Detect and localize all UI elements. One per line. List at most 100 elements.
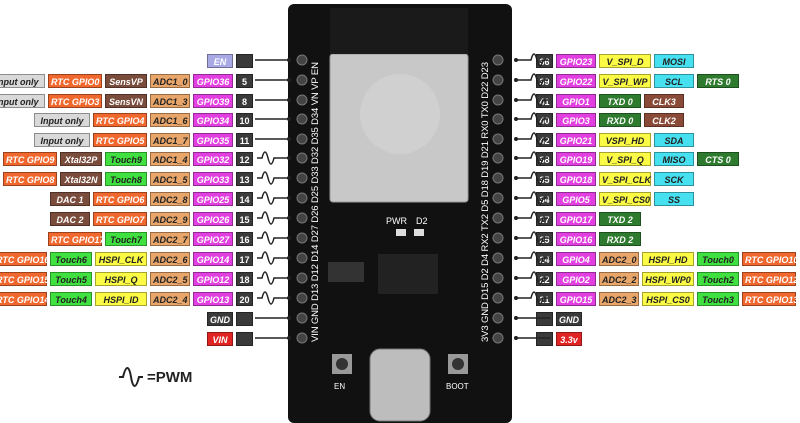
- adc-label: ADC2_4: [150, 291, 190, 306]
- pin-connector: [255, 78, 291, 82]
- clk-label: CLK3: [644, 93, 684, 108]
- boot-button-label: BOOT: [446, 382, 469, 391]
- en-button-label: EN: [334, 382, 345, 391]
- dac-label: DAC 1: [50, 191, 90, 206]
- adc-label: ADC2_2: [599, 271, 639, 286]
- input-label: Input only: [34, 112, 90, 127]
- gpio-label: GPIO25: [193, 191, 233, 206]
- pwm-icon: [257, 191, 291, 205]
- gpio-label: GPIO23: [556, 53, 596, 68]
- pin-number: 16: [236, 231, 253, 246]
- pin-number: [236, 311, 253, 326]
- hspi-label: HSPI_CS0: [642, 291, 694, 306]
- pwm-icon: [514, 73, 548, 87]
- sens-label: Xtal32N: [60, 171, 102, 186]
- pwm-icon: [257, 291, 291, 305]
- adc-label: ADC1_6: [150, 112, 190, 127]
- adc-label: ADC1_7: [150, 132, 190, 147]
- pwm-icon: [514, 93, 548, 107]
- spi-label: VSPI_HD: [599, 132, 651, 147]
- adc-label: ADC2_7: [150, 231, 190, 246]
- pwm-legend: =PWM: [118, 367, 192, 387]
- en-label: EN: [207, 53, 233, 68]
- gpio-label: GPIO34: [193, 112, 233, 127]
- rtc-label: RTC GPIO5: [93, 132, 147, 147]
- pin-number: 11: [236, 132, 253, 147]
- pwm-icon: [257, 231, 291, 245]
- pwm-icon: [119, 367, 143, 387]
- gpio-label: GPIO4: [556, 251, 596, 266]
- pwm-legend-text: =PWM: [147, 368, 193, 386]
- pwm-icon: [257, 271, 291, 285]
- rtc-label: RTC GPIO4: [93, 112, 147, 127]
- uart-label: TXD 2: [599, 211, 641, 226]
- rtc-label: RTC GPIO7: [93, 211, 147, 226]
- pwm-icon: [514, 231, 548, 245]
- pin-connector: [514, 336, 550, 340]
- gpio-label: GPIO39: [193, 93, 233, 108]
- gpio-label: GPIO19: [556, 151, 596, 166]
- pwm-icon: [514, 251, 548, 265]
- rtc-label: RTC GPIO13: [742, 291, 798, 306]
- hspi-label: HSPI_CLK: [95, 251, 147, 266]
- cyan-label: MOSI: [654, 53, 694, 68]
- regulator: [328, 262, 364, 282]
- input-label: Input only: [0, 93, 45, 108]
- pwm-icon: [514, 151, 548, 165]
- gnd-label: GND: [207, 311, 233, 326]
- adc-label: ADC2_9: [150, 211, 190, 226]
- vin-label: 3.3v: [556, 331, 582, 346]
- gpio-label: GPIO33: [193, 171, 233, 186]
- spi-label: V_SPI_CLK: [599, 171, 651, 186]
- cyan-label: SCK: [654, 171, 694, 186]
- pin-number: 18: [236, 271, 253, 286]
- pwm-icon: [257, 171, 291, 185]
- pwm-icon: [514, 171, 548, 185]
- gpio-label: GPIO26: [193, 211, 233, 226]
- gpio-label: GPIO18: [556, 171, 596, 186]
- adc-label: ADC2_6: [150, 251, 190, 266]
- uart-label: RXD 0: [599, 112, 641, 127]
- gpio-label: GPIO1: [556, 93, 596, 108]
- input-label: Input only: [0, 73, 45, 88]
- pwm-icon: [514, 112, 548, 126]
- touch-label: Touch8: [105, 171, 147, 186]
- pin-number: [236, 53, 253, 68]
- adc-label: ADC2_0: [599, 251, 639, 266]
- hspi-label: HSPI_ID: [95, 291, 147, 306]
- rtc-label: RTC GPIO6: [93, 191, 147, 206]
- hspi-label: HSPI_WP0: [642, 271, 694, 286]
- gpio-label: GPIO14: [193, 251, 233, 266]
- sens-label: Xtal32P: [60, 151, 102, 166]
- pin-connector: [255, 336, 291, 340]
- uart-label: CTS 0: [697, 151, 739, 166]
- gpio-label: GPIO36: [193, 73, 233, 88]
- gpio-label: GPIO27: [193, 231, 233, 246]
- uart-label: RTS 0: [697, 73, 739, 88]
- rtc-label: RTC GPIO9: [3, 151, 57, 166]
- rtc-label: RTC GPIO17: [48, 231, 104, 246]
- left-pin-row: VIN: [207, 331, 253, 346]
- rtc-label: RTC GPIO0: [48, 73, 102, 88]
- uart-label: TXD 0: [599, 93, 641, 108]
- pin-number: 20: [236, 291, 253, 306]
- adc-label: ADC1_3: [150, 93, 190, 108]
- pwm-icon: [514, 271, 548, 285]
- pwm-icon: [514, 132, 548, 146]
- pwm-icon: [514, 291, 548, 305]
- rtc-label: RTC GPIO3: [48, 93, 102, 108]
